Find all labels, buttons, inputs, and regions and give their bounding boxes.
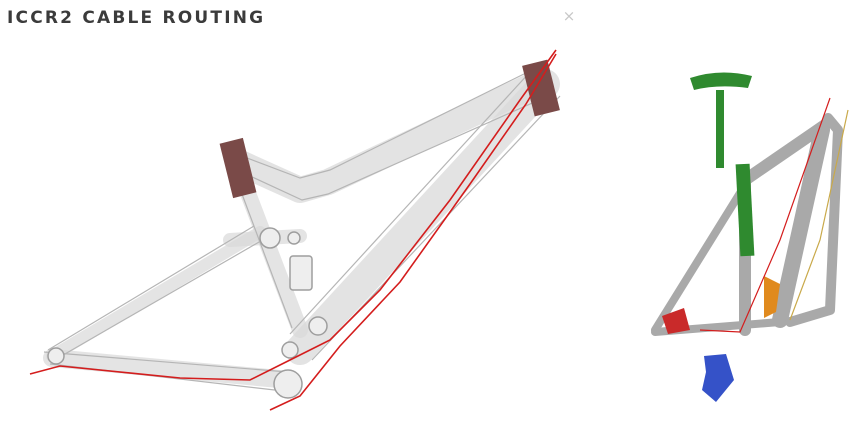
routing-artwork — [29, 49, 849, 411]
hardtail-frame-image — [651, 72, 849, 402]
full-suspension-frame-image — [29, 49, 561, 411]
modal-title: ICCR2 CABLE ROUTING — [7, 8, 266, 28]
close-icon[interactable]: × — [562, 7, 576, 25]
